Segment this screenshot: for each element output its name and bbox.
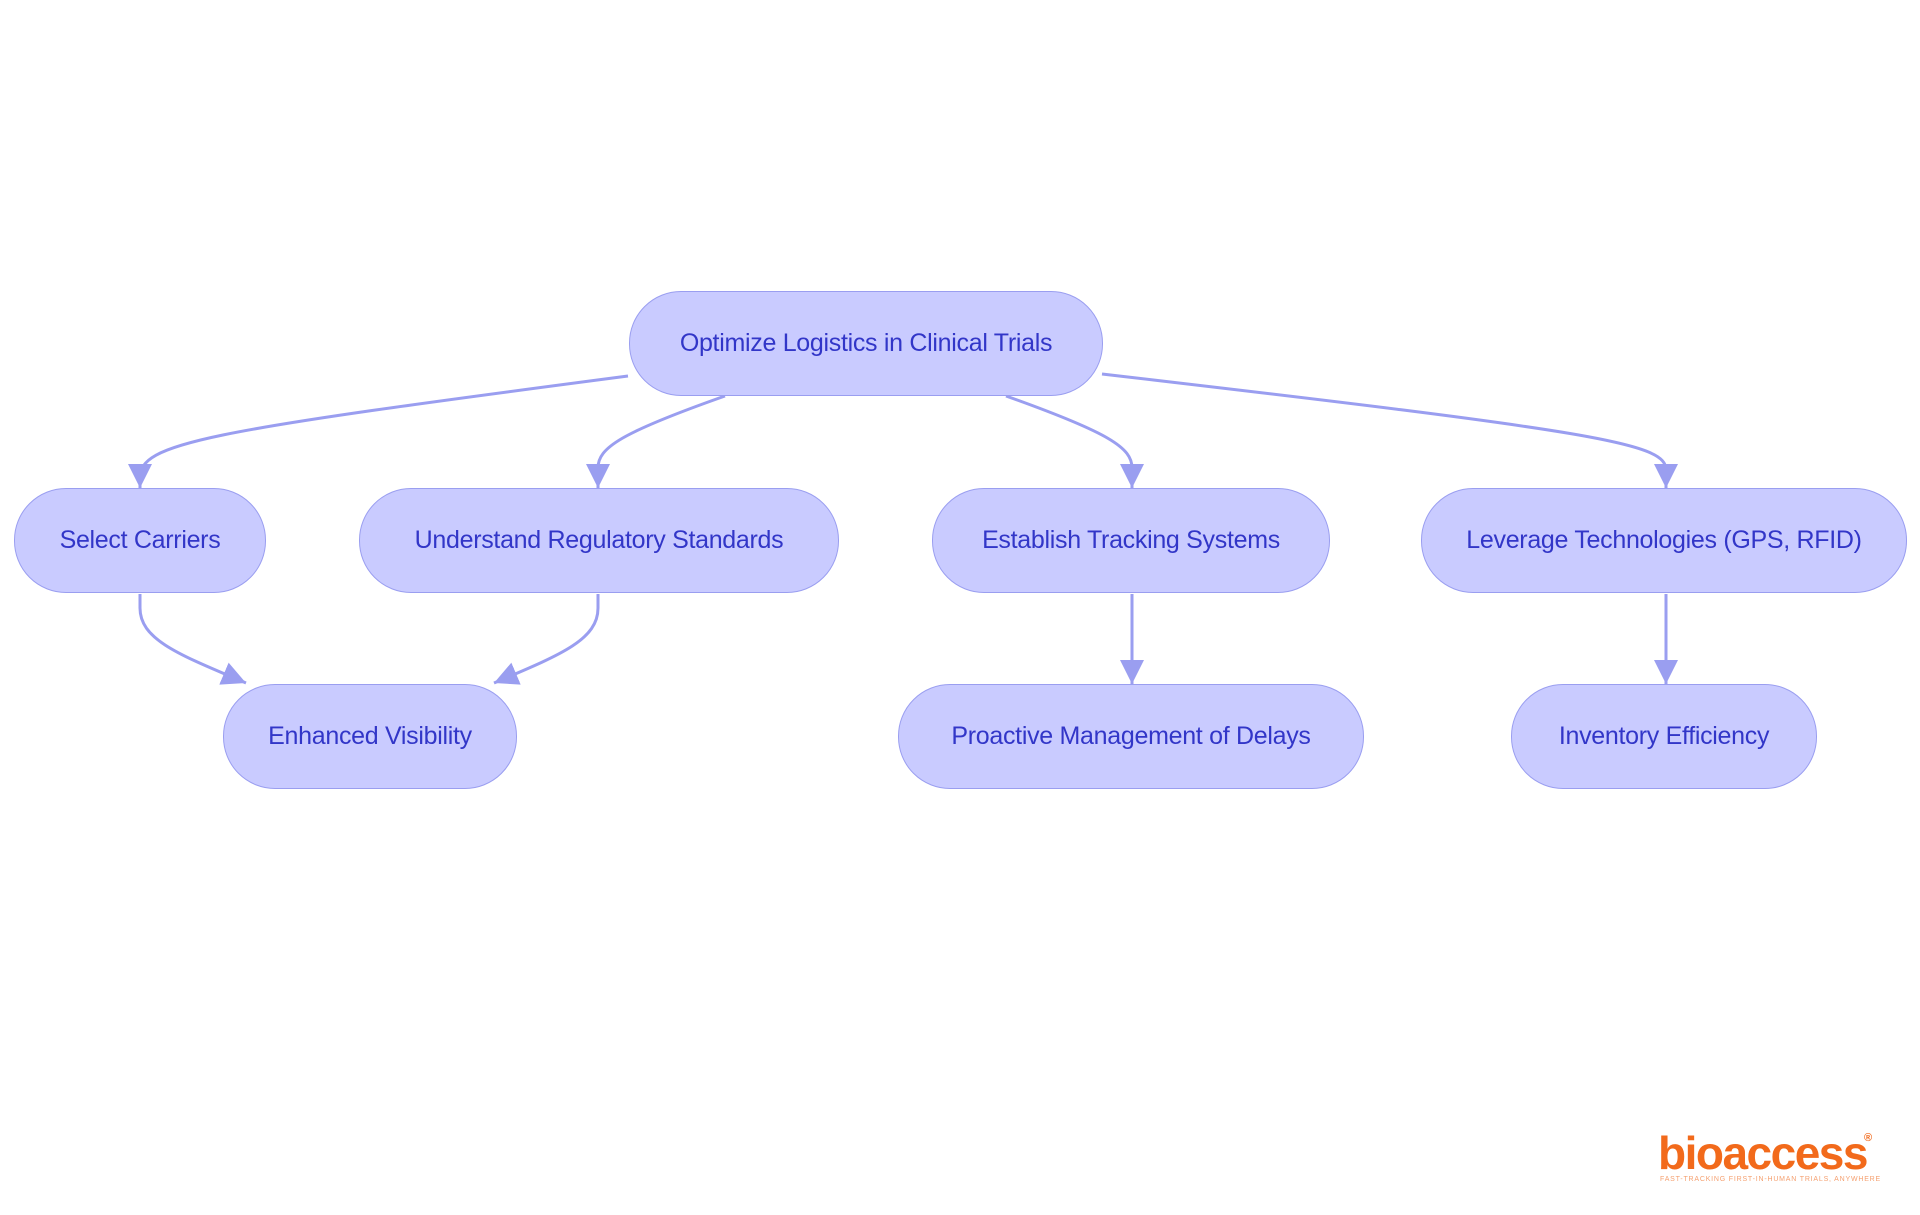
node-proactive-management-of-delays: Proactive Management of Delays (898, 684, 1364, 789)
logo-tagline: FAST-TRACKING FIRST-IN-HUMAN TRIALS, ANY… (1660, 1176, 1882, 1183)
edge-carriers-visibility (138, 594, 247, 685)
node-enhanced-visibility: Enhanced Visibility (223, 684, 517, 789)
edge-root-tracking (1005, 394, 1144, 488)
registered-mark: ® (1864, 1132, 1873, 1144)
edge-root-carriers (128, 374, 629, 488)
node-select-carriers: Select Carriers (14, 488, 266, 593)
node-root: Optimize Logistics in Clinical Trials (629, 291, 1103, 396)
bioaccess-logo: bioaccess ® FAST-TRACKING FIRST-IN-HUMAN… (1658, 1127, 1882, 1186)
node-leverage-technologies: Leverage Technologies (GPS, RFID) (1421, 488, 1907, 593)
edge-root-regulatory (586, 394, 726, 488)
edge-regulatory-visibility (493, 594, 600, 685)
node-establish-tracking-systems: Establish Tracking Systems (932, 488, 1330, 593)
node-understand-regulatory-standards: Understand Regulatory Standards (359, 488, 839, 593)
edge-root-technologies (1101, 372, 1678, 488)
logo-wordmark: bioaccess (1658, 1127, 1868, 1179)
node-inventory-efficiency: Inventory Efficiency (1511, 684, 1817, 789)
